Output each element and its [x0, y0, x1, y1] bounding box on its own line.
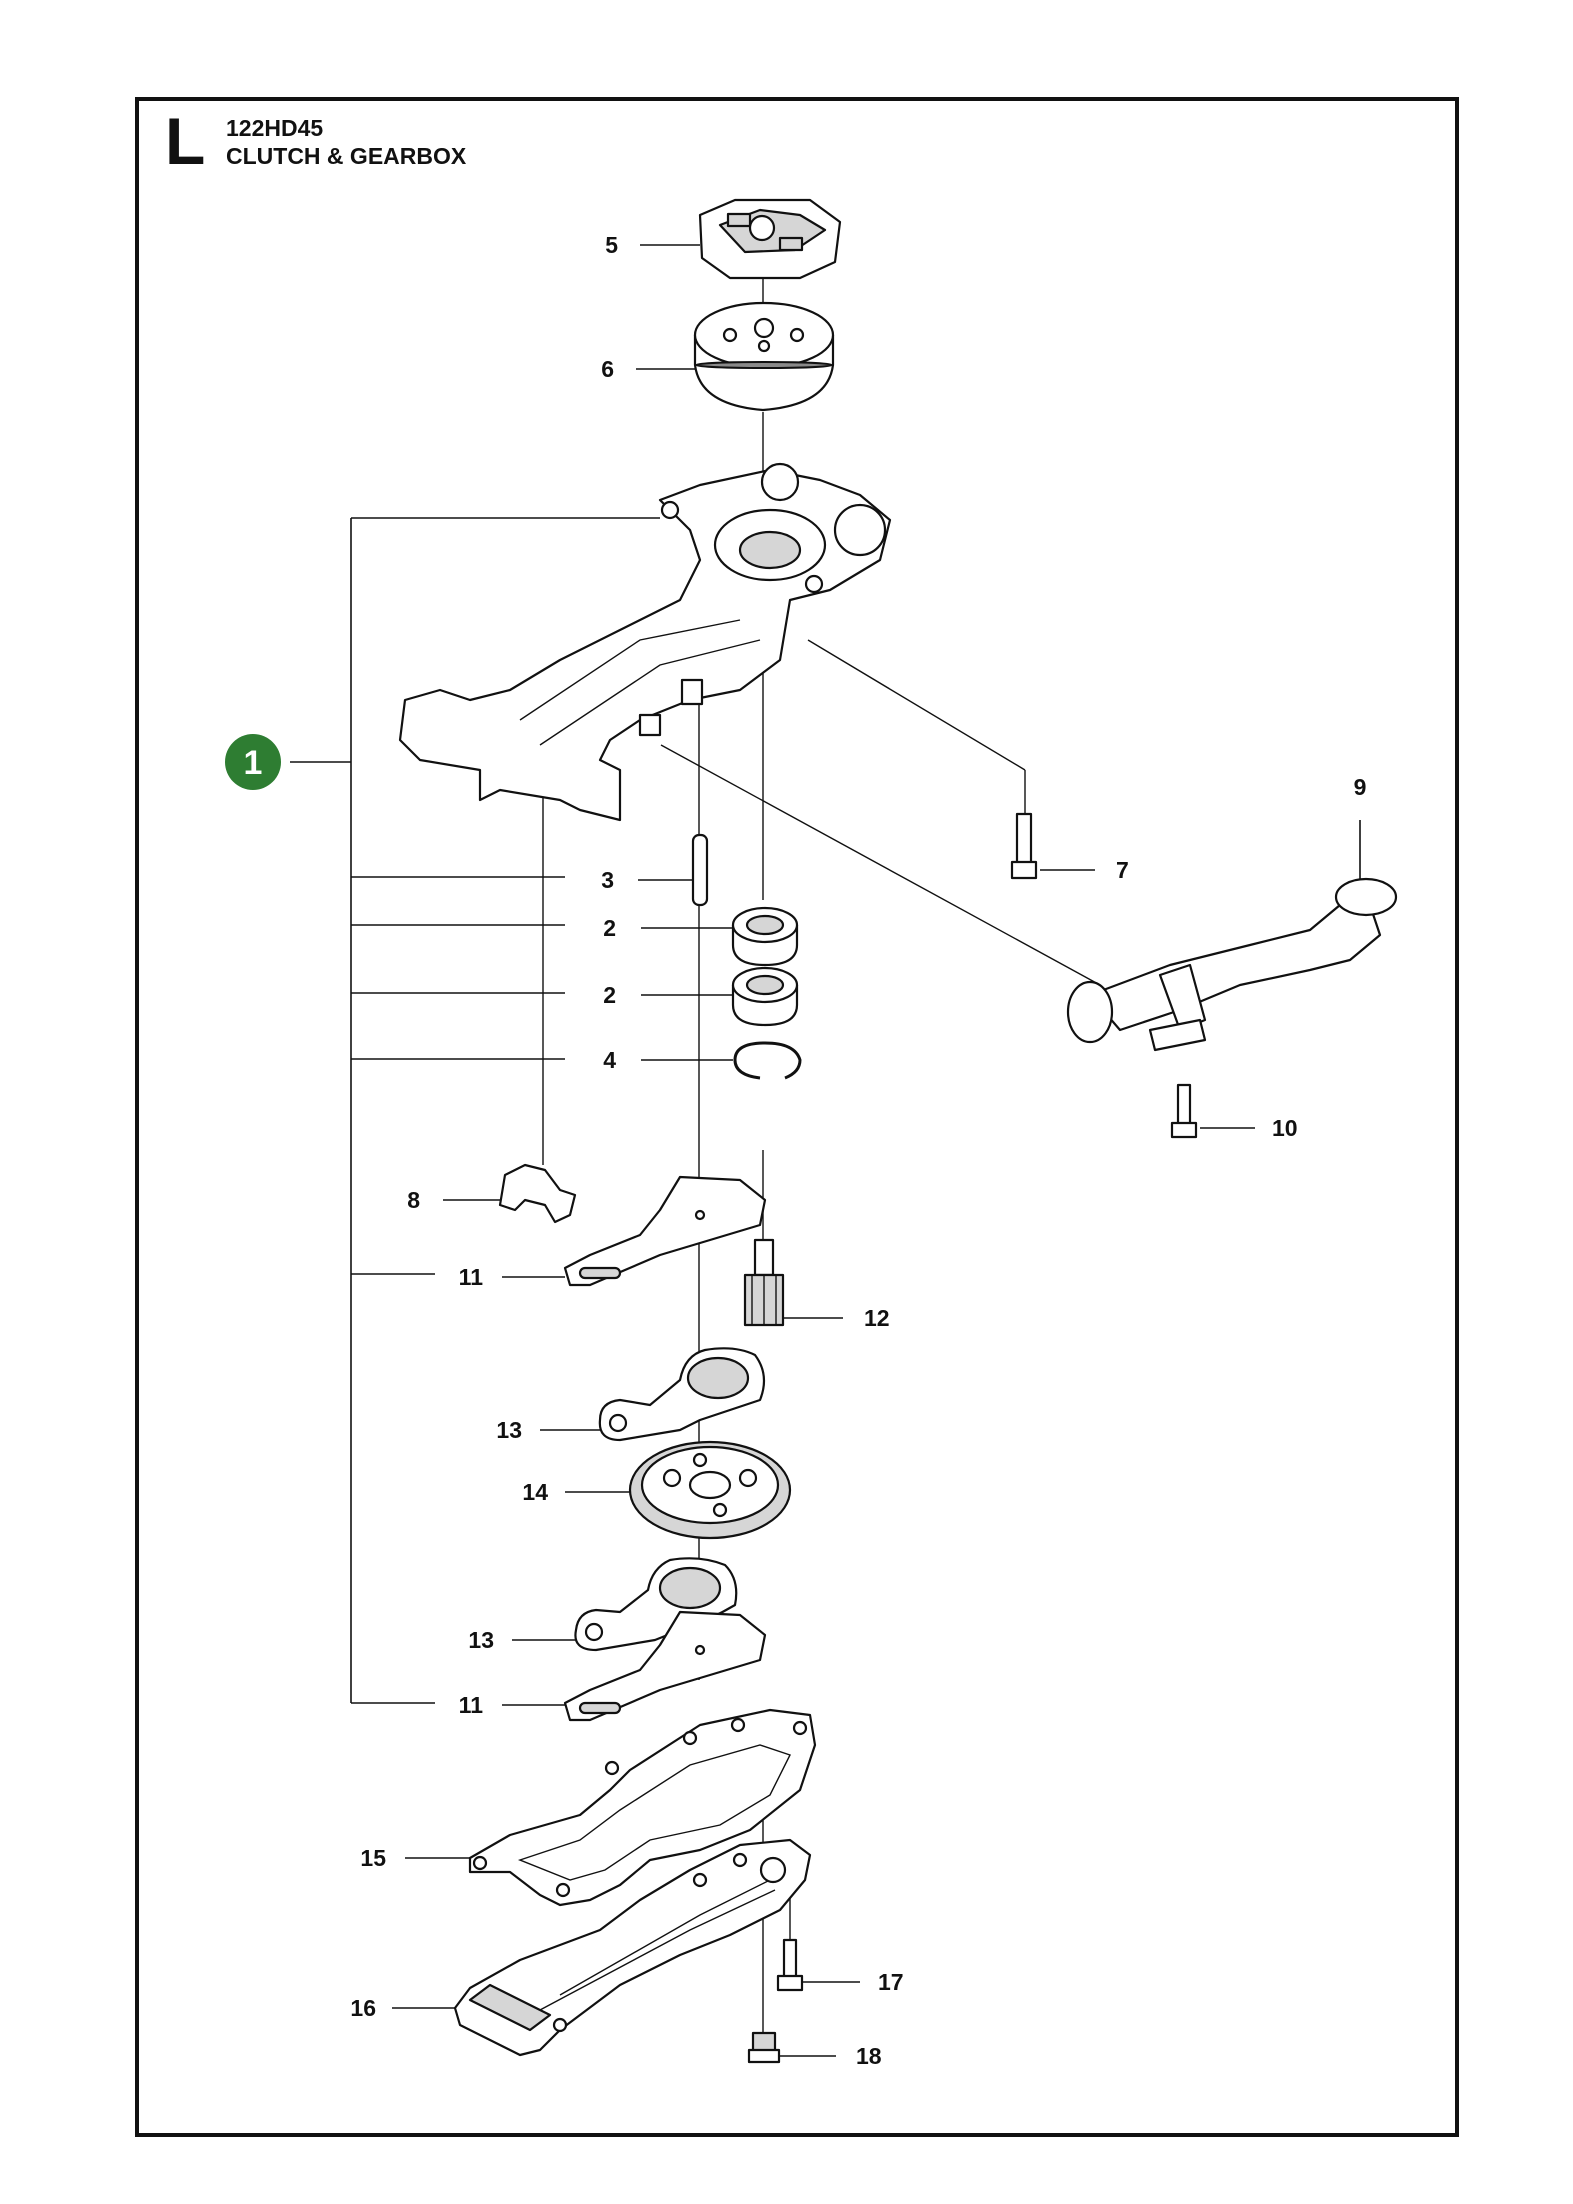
svg-text:11: 11: [459, 1692, 484, 1718]
model-number: 122HD45: [226, 115, 324, 141]
handle-part-9[interactable]: 9: [1066, 774, 1398, 1052]
svg-text:16: 16: [350, 1995, 376, 2021]
circlip-part-4[interactable]: 4: [603, 1041, 802, 1080]
clutch-part-5[interactable]: 5: [605, 198, 842, 280]
section-letter: L: [165, 104, 206, 178]
gearbox-cover-part-16[interactable]: 16: [350, 1838, 812, 2057]
bearing-part-2-upper[interactable]: 2: [603, 906, 799, 967]
gear-part-14[interactable]: 14: [522, 1440, 792, 1540]
assembly-1-bracket: [290, 517, 660, 1704]
bearing-part-2-lower[interactable]: 2: [603, 966, 799, 1027]
diagram-title: CLUTCH & GEARBOX: [226, 143, 467, 169]
svg-text:11: 11: [459, 1264, 484, 1290]
pin-part-3[interactable]: 3: [601, 833, 709, 907]
screw-part-17[interactable]: 17: [776, 1938, 904, 1995]
link-part-13-lower[interactable]: 13: [468, 1557, 738, 1653]
gasket-part-15[interactable]: 15: [360, 1708, 817, 1907]
svg-text:6: 6: [601, 356, 614, 382]
svg-text:8: 8: [407, 1187, 420, 1213]
pinion-part-12[interactable]: 12: [743, 1238, 890, 1331]
svg-text:7: 7: [1116, 857, 1129, 883]
svg-text:1: 1: [244, 744, 263, 782]
svg-text:5: 5: [605, 232, 618, 258]
svg-text:13: 13: [468, 1627, 494, 1653]
svg-text:14: 14: [522, 1479, 548, 1505]
svg-text:3: 3: [601, 867, 614, 893]
link-part-13-upper[interactable]: 13: [496, 1347, 766, 1443]
gearbox-housing[interactable]: [398, 462, 892, 822]
assembly-badge[interactable]: 1: [225, 734, 281, 790]
svg-text:10: 10: [1272, 1115, 1298, 1141]
svg-text:4: 4: [603, 1047, 616, 1073]
svg-text:2: 2: [603, 915, 616, 941]
svg-text:9: 9: [1354, 774, 1367, 800]
screw-part-10[interactable]: 10: [1170, 1083, 1298, 1141]
svg-text:12: 12: [864, 1305, 890, 1331]
plate-part-11-lower-callout: 11: [459, 1692, 565, 1718]
svg-text:13: 13: [496, 1417, 522, 1443]
svg-text:17: 17: [878, 1969, 904, 1995]
clutch-drum-part-6[interactable]: 6: [601, 301, 835, 412]
guide-part-8[interactable]: 8: [407, 1163, 577, 1224]
svg-text:15: 15: [360, 1845, 386, 1871]
svg-text:2: 2: [603, 982, 616, 1008]
plate-part-11-lower[interactable]: [563, 1610, 767, 1722]
plate-part-11-upper[interactable]: 11: [459, 1175, 767, 1290]
page-frame: [135, 97, 1459, 2137]
svg-text:18: 18: [856, 2043, 882, 2069]
screw-part-7[interactable]: 7: [1010, 812, 1129, 883]
plug-part-18[interactable]: 18: [747, 2031, 882, 2069]
